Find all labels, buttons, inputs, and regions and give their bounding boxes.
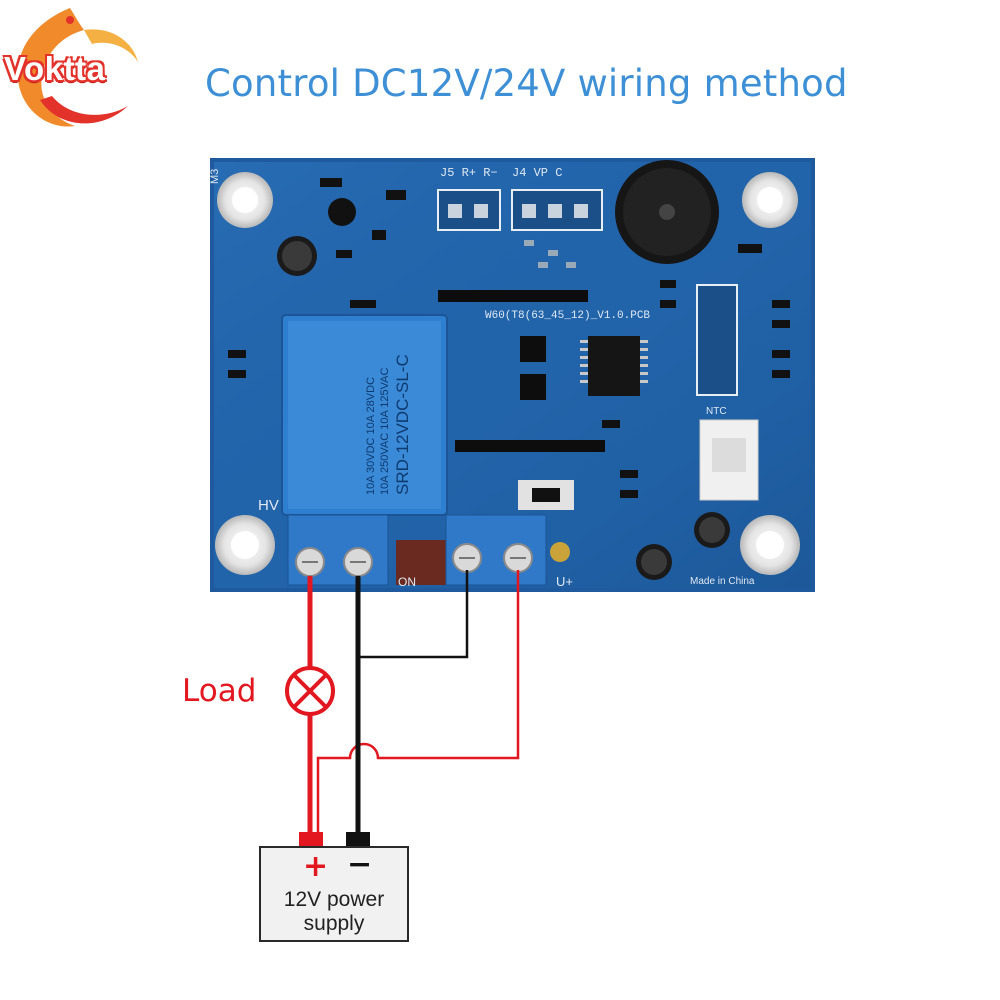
relay: SRD-12VDC-SL-C 10A 250VAC 10A 125VAC 10A… [281,314,448,516]
connector-j5 [437,189,501,231]
psu-label-line1: 12V power [283,888,385,911]
relay-rating-text-1: 10A 250VAC 10A 125VAC [379,368,391,495]
relay-model-text: SRD-12VDC-SL-C [393,354,412,495]
psu-label-line2: supply [303,912,365,935]
uplus-label: U+ [556,574,573,589]
pcb-board: SRD-12VDC-SL-C 10A 250VAC 10A 125VAC 10A… [209,158,815,592]
pcb-name-text: W60(T8(63_45_12)_V1.0.PCB [485,310,650,322]
psu-plus-terminal [299,832,323,846]
relay-rating-text-2: 10A 30VDC 10A 28VDC [365,377,377,495]
brand-logo: Voktta [0,0,175,140]
connector-j4-label: J4 VP C [512,166,562,180]
fish-logo-icon [17,8,138,127]
ntc-label: NTC [706,406,727,417]
power-supply-box: + − 12V power supply [259,846,409,942]
psu-plus-sign: + [303,849,329,884]
hv-label: HV [258,497,279,514]
black-wire-gnd [358,570,469,659]
psu-label: 12V power supply [261,888,407,936]
psu-minus-terminal [346,832,370,846]
connector-j5-label: J5 R+ R− [440,166,498,180]
made-in-label: Made in China [690,576,755,587]
m3-label: M3 [209,169,221,184]
wiring [299,570,520,846]
lamp-icon [285,666,335,716]
psu-minus-sign: − [347,847,373,882]
load-label: Load [182,673,257,709]
red-wire-uplus [316,570,520,834]
on-label: ON [398,575,416,589]
ic-chip-icon [588,336,640,396]
page-title: Control DC12V/24V wiring method [205,62,848,105]
brand-name: Voktta [4,50,106,87]
